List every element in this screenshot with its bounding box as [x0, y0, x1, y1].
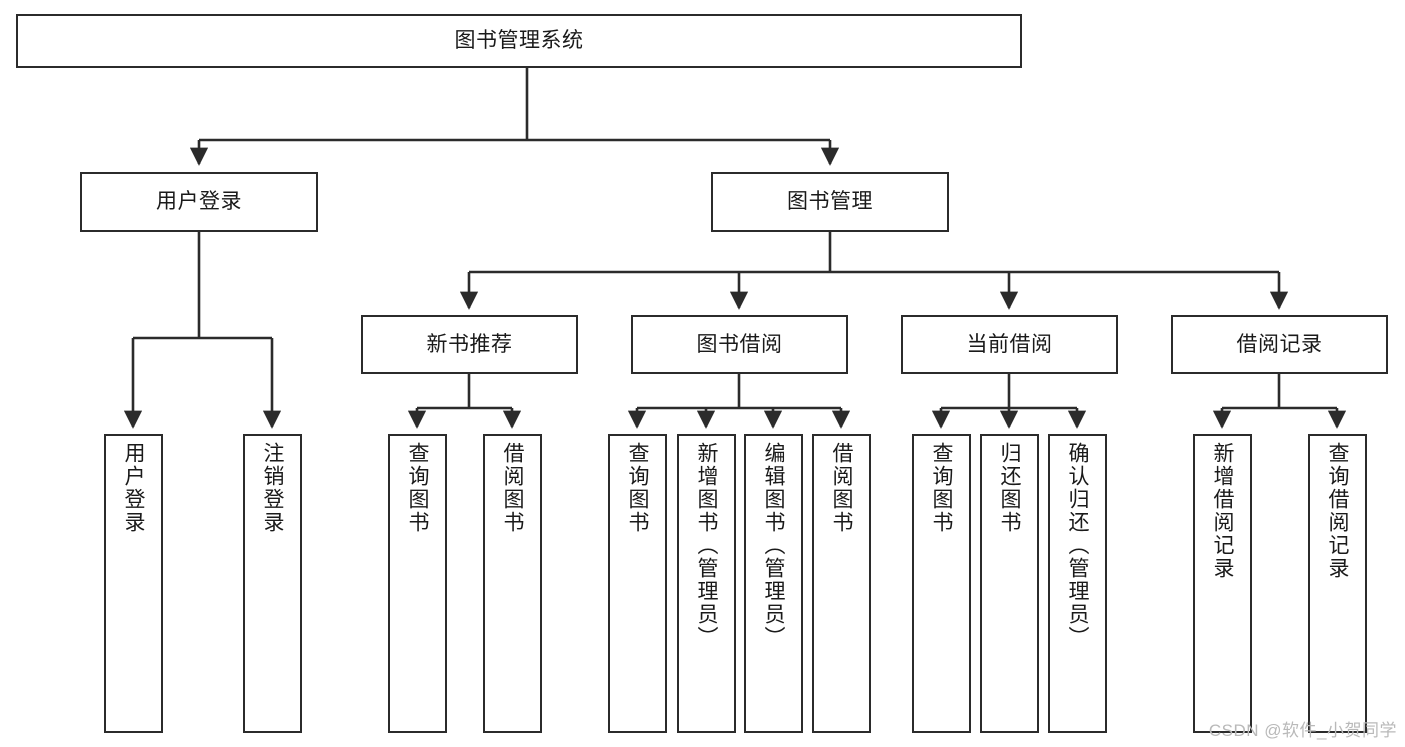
- node-label: 新书推荐: [426, 332, 513, 356]
- node-new-book-recommendation[interactable]: 新书推荐: [361, 315, 578, 374]
- node-label: 查询借阅记录: [1326, 442, 1349, 580]
- leaf-query-books-borrowing[interactable]: 查询图书: [608, 434, 667, 733]
- leaf-logout[interactable]: 注销登录: [243, 434, 302, 733]
- node-label: 借阅图书: [830, 442, 853, 534]
- node-label: 查询图书: [406, 442, 429, 534]
- node-label: 编辑图书（管理员）: [762, 442, 785, 649]
- node-label: 借阅记录: [1236, 332, 1323, 356]
- node-label: 用户登录: [122, 442, 145, 534]
- node-label: 用户登录: [156, 190, 242, 214]
- watermark: CSDN @软件_小贺同学: [1208, 721, 1397, 740]
- node-label: 确认归还（管理员）: [1066, 442, 1089, 649]
- node-label: 归还图书: [998, 442, 1021, 534]
- node-borrowing-record[interactable]: 借阅记录: [1171, 315, 1388, 374]
- leaf-query-books-current[interactable]: 查询图书: [912, 434, 971, 733]
- node-root-book-management-system[interactable]: 图书管理系统: [16, 14, 1022, 68]
- node-user-login[interactable]: 用户登录: [80, 172, 318, 232]
- node-label: 查询图书: [930, 442, 953, 534]
- node-label: 注销登录: [261, 442, 284, 534]
- node-label: 新增图书（管理员）: [695, 442, 718, 649]
- node-label: 借阅图书: [501, 442, 524, 534]
- node-label: 图书管理系统: [454, 29, 584, 53]
- leaf-user-login[interactable]: 用户登录: [104, 434, 163, 733]
- leaf-borrow-books-borrowing[interactable]: 借阅图书: [812, 434, 871, 733]
- leaf-return-book[interactable]: 归还图书: [980, 434, 1039, 733]
- node-label: 图书借阅: [696, 332, 783, 356]
- leaf-add-book-admin[interactable]: 新增图书（管理员）: [677, 434, 736, 733]
- leaf-query-borrowing-record[interactable]: 查询借阅记录: [1308, 434, 1367, 733]
- leaf-confirm-return-admin[interactable]: 确认归还（管理员）: [1048, 434, 1107, 733]
- node-book-management[interactable]: 图书管理: [711, 172, 949, 232]
- node-label: 新增借阅记录: [1211, 442, 1234, 580]
- node-book-borrowing[interactable]: 图书借阅: [631, 315, 848, 374]
- node-label: 图书管理: [787, 190, 873, 214]
- leaf-edit-book-admin[interactable]: 编辑图书（管理员）: [744, 434, 803, 733]
- node-current-borrowing[interactable]: 当前借阅: [901, 315, 1118, 374]
- leaf-add-borrowing-record[interactable]: 新增借阅记录: [1193, 434, 1252, 733]
- node-label: 当前借阅: [966, 332, 1053, 356]
- leaf-borrow-books-recommendation[interactable]: 借阅图书: [483, 434, 542, 733]
- leaf-query-books-recommendation[interactable]: 查询图书: [388, 434, 447, 733]
- node-label: 查询图书: [626, 442, 649, 534]
